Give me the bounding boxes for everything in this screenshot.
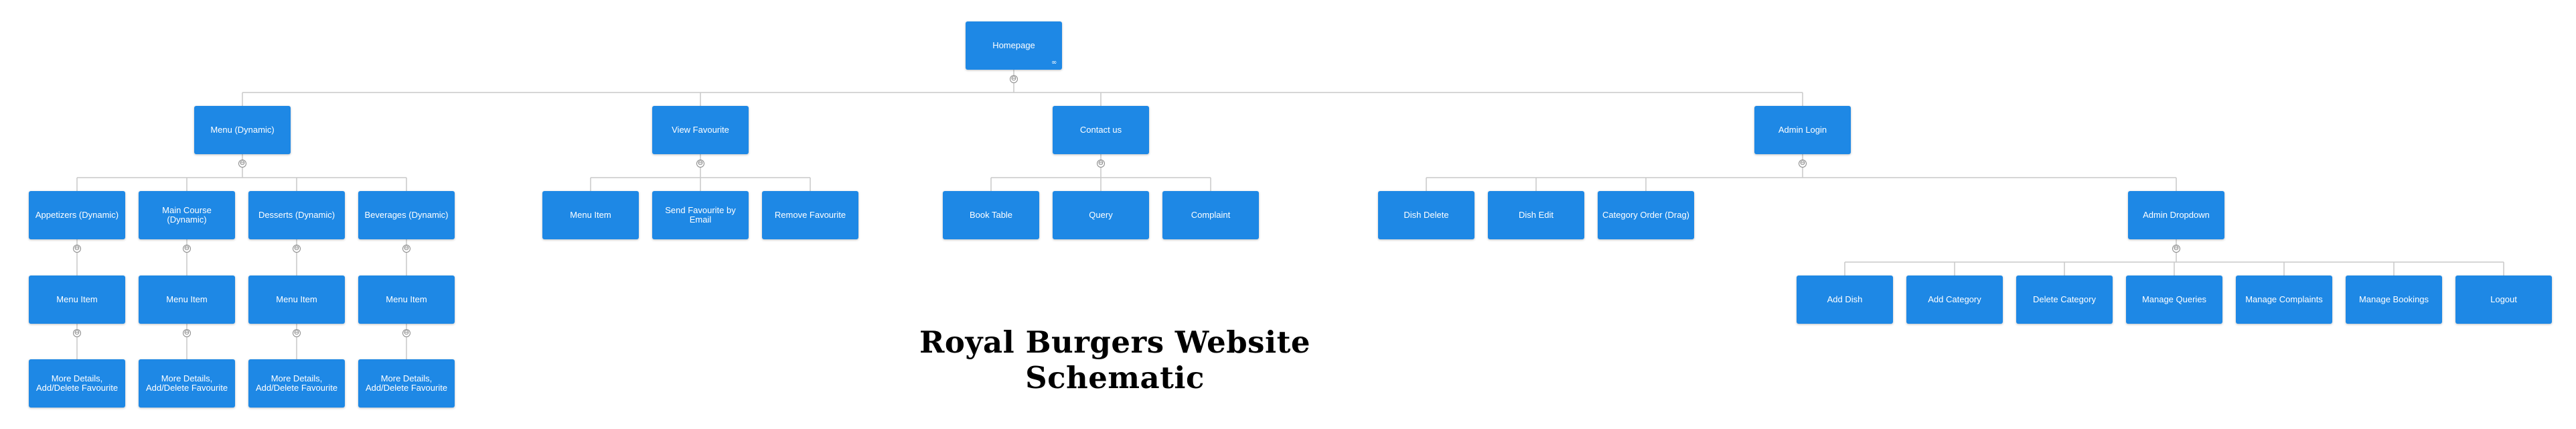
node-more-details-appetizers[interactable]: More Details, Add/Delete Favourite xyxy=(29,359,125,408)
node-complaint[interactable]: Complaint xyxy=(1162,191,1259,239)
node-admin-login[interactable]: Admin Login xyxy=(1754,106,1851,154)
node-send-favourite-email[interactable]: Send Favourite by Email xyxy=(652,191,749,239)
node-admin-dropdown[interactable]: Admin Dropdown xyxy=(2128,191,2224,239)
node-menu-item-favourite[interactable]: Menu Item xyxy=(542,191,639,239)
node-homepage[interactable]: Homepage xyxy=(966,21,1062,70)
collapse-toggle-menu-item-beverages[interactable]: ⊖ xyxy=(402,329,410,337)
node-remove-favourite[interactable]: Remove Favourite xyxy=(762,191,858,239)
collapse-toggle-menu-item-appetizers[interactable]: ⊖ xyxy=(73,329,81,337)
node-add-dish[interactable]: Add Dish xyxy=(1797,275,1893,324)
collapse-toggle-admin-dropdown[interactable]: ⊖ xyxy=(2172,245,2180,253)
node-more-details-main-course[interactable]: More Details, Add/Delete Favourite xyxy=(139,359,235,408)
collapse-toggle-beverages[interactable]: ⊖ xyxy=(402,245,410,253)
node-more-details-beverages[interactable]: More Details, Add/Delete Favourite xyxy=(358,359,455,408)
node-main-course[interactable]: Main Course (Dynamic) xyxy=(139,191,235,239)
node-query[interactable]: Query xyxy=(1053,191,1149,239)
node-menu-item-beverages[interactable]: Menu Item xyxy=(358,275,455,324)
collapse-toggle-homepage[interactable]: ⊖ xyxy=(1010,75,1018,83)
collapse-toggle-main-course[interactable]: ⊖ xyxy=(183,245,191,253)
collapse-toggle-admin-login[interactable]: ⊖ xyxy=(1799,160,1807,168)
node-menu-item-main-course[interactable]: Menu Item xyxy=(139,275,235,324)
node-manage-complaints[interactable]: Manage Complaints xyxy=(2236,275,2332,324)
collapse-toggle-desserts[interactable]: ⊖ xyxy=(293,245,301,253)
node-logout[interactable]: Logout xyxy=(2455,275,2552,324)
collapse-toggle-menu-item-desserts[interactable]: ⊖ xyxy=(293,329,301,337)
node-dish-edit[interactable]: Dish Edit xyxy=(1488,191,1584,239)
collapse-toggle-menu-dynamic[interactable]: ⊖ xyxy=(238,160,246,168)
collapse-toggle-menu-item-main-course[interactable]: ⊖ xyxy=(183,329,191,337)
node-beverages[interactable]: Beverages (Dynamic) xyxy=(358,191,455,239)
collapse-toggle-contact-us[interactable]: ⊖ xyxy=(1097,160,1105,168)
node-desserts[interactable]: Desserts (Dynamic) xyxy=(248,191,345,239)
collapse-toggle-appetizers[interactable]: ⊖ xyxy=(73,245,81,253)
node-menu-item-appetizers[interactable]: Menu Item xyxy=(29,275,125,324)
node-menu-item-desserts[interactable]: Menu Item xyxy=(248,275,345,324)
node-delete-category[interactable]: Delete Category xyxy=(2016,275,2113,324)
node-more-details-desserts[interactable]: More Details, Add/Delete Favourite xyxy=(248,359,345,408)
node-appetizers[interactable]: Appetizers (Dynamic) xyxy=(29,191,125,239)
node-category-order[interactable]: Category Order (Drag) xyxy=(1598,191,1694,239)
node-contact-us[interactable]: Contact us xyxy=(1053,106,1149,154)
node-book-table[interactable]: Book Table xyxy=(943,191,1039,239)
collapse-toggle-view-favourite[interactable]: ⊖ xyxy=(696,160,704,168)
diagram-title: Royal Burgers Website Schematic xyxy=(919,324,1311,395)
node-menu-dynamic[interactable]: Menu (Dynamic) xyxy=(194,106,291,154)
node-add-category[interactable]: Add Category xyxy=(1906,275,2003,324)
node-view-favourite[interactable]: View Favourite xyxy=(652,106,749,154)
node-manage-queries[interactable]: Manage Queries xyxy=(2126,275,2222,324)
link-icon[interactable]: ∞ xyxy=(1051,59,1057,66)
node-manage-bookings[interactable]: Manage Bookings xyxy=(2346,275,2442,324)
node-dish-delete[interactable]: Dish Delete xyxy=(1378,191,1474,239)
